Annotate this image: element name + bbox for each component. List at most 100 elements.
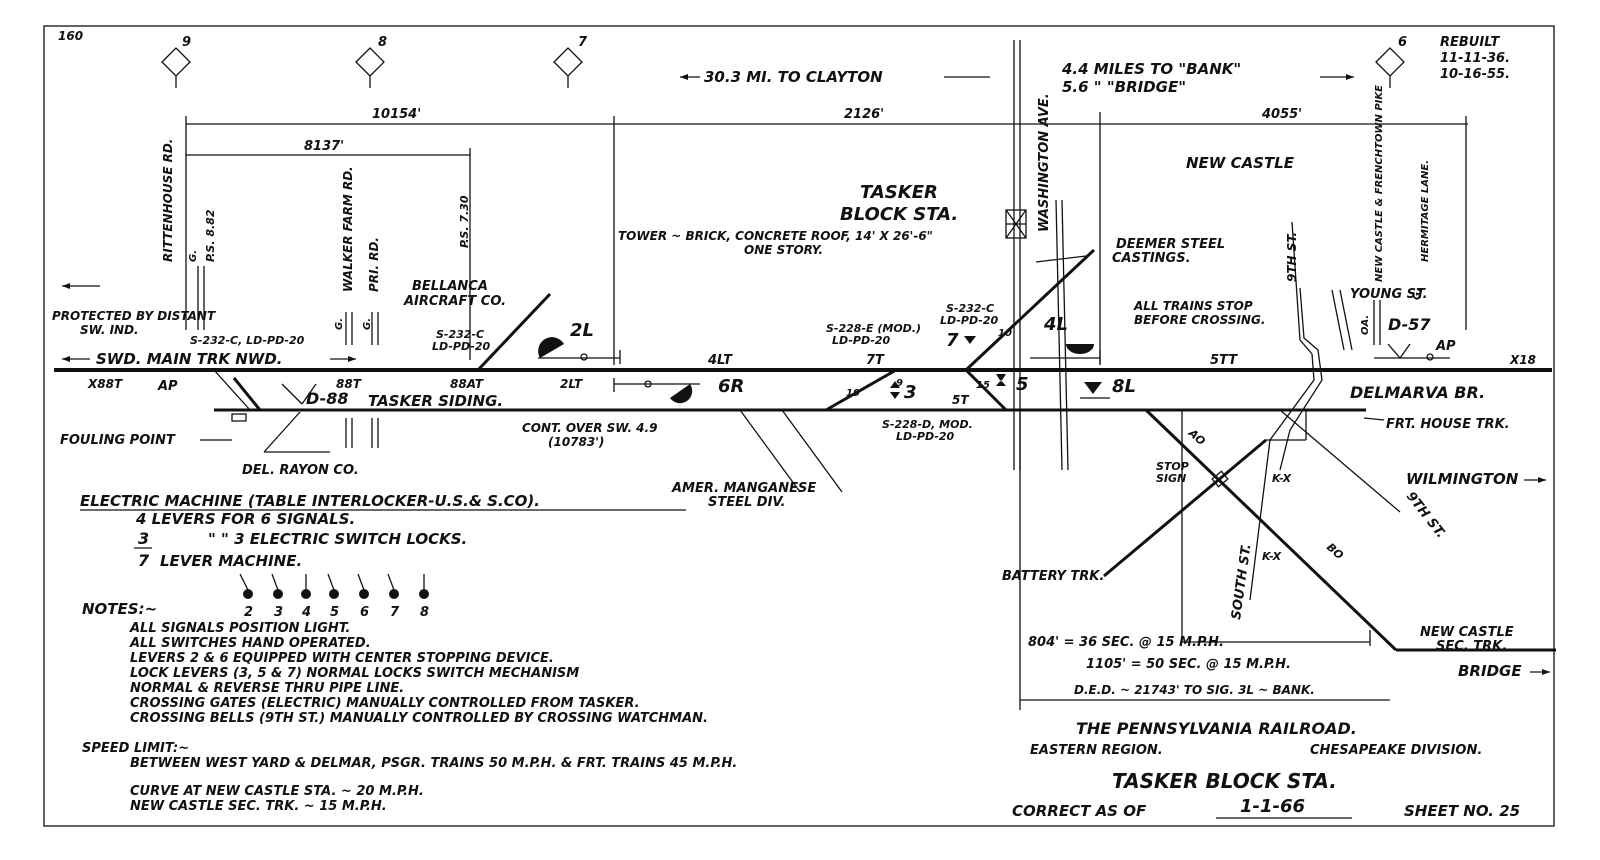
battery-track-label: BATTERY TRK. [1002, 569, 1104, 584]
stop-sign-label-2: SIGN [1156, 472, 1186, 485]
delmarva-label: DELMARVA BR. [1350, 383, 1485, 402]
machine-line-2: " " 3 ELECTRIC SWITCH LOCKS. [208, 530, 467, 548]
rebuilt-date-2: 10-16-55. [1440, 67, 1510, 82]
block-sta-title: BLOCK STA. [840, 204, 958, 225]
del-rayon-label: DEL. RAYON CO. [242, 463, 359, 478]
sw15-label: 15 [976, 380, 990, 391]
s232c-b2: LD-PD-20 [432, 340, 491, 353]
ap-label-1: AP [157, 379, 178, 394]
t5tt-label: 5TT [1210, 353, 1238, 368]
note-4: LOCK LEVERS (3, 5 & 7) NORMAL LOCKS SWIT… [130, 666, 579, 681]
deemer-label-2: CASTINGS. [1112, 251, 1191, 266]
signal-6r: 6R [613, 376, 744, 404]
svg-text:4: 4 [301, 605, 311, 620]
nc-sec-label-2: SEC. TRK. [1436, 639, 1507, 654]
g-label-1: G. [188, 250, 199, 262]
milepost-7: 7 [553, 35, 588, 88]
machine-line-3-num: 7 [138, 551, 150, 570]
road-ps-730: P.S. 7.30 [458, 195, 471, 248]
distance-to-bridge: 5.6 " "BRIDGE" [1062, 78, 1186, 96]
distance-10154: 10154' [372, 107, 421, 122]
tower-one-story: ONE STORY. [744, 243, 823, 257]
s228e-2: LD-PD-20 [832, 334, 891, 347]
note-6: CROSSING GATES (ELECTRIC) MANUALLY CONTR… [130, 696, 640, 711]
lock-7: 7 [946, 330, 976, 351]
svg-text:6: 6 [360, 605, 369, 620]
svg-text:K-X: K-X [1262, 550, 1282, 563]
amer-manganese-1: AMER. MANGANESE [671, 481, 816, 496]
x18-label: X18 [1509, 353, 1536, 367]
all-trains-stop-1: ALL TRAINS STOP [1133, 299, 1253, 313]
svg-text:2L: 2L [570, 320, 594, 341]
svg-text:K-X: K-X [1272, 472, 1292, 485]
road-newcastle-pike: NEW CASTLE & FRENCHTOWN PIKE [1374, 85, 1385, 282]
signal-4l: 4L [1030, 314, 1101, 364]
s232c-c1: S-232-C [946, 302, 994, 315]
bridge-label: BRIDGE [1458, 662, 1522, 680]
oa-label: OA. [1360, 315, 1371, 335]
svg-text:2: 2 [244, 605, 253, 620]
correct-as-of-label: CORRECT AS OF [1012, 802, 1147, 820]
distance-8137: 8137' [304, 139, 344, 154]
note-2: ALL SWITCHES HAND OPERATED. [129, 636, 371, 651]
young-st-label: YOUNG ST. [1350, 287, 1428, 302]
s228e-1: S-228-E (MOD.) [826, 322, 921, 335]
bellanca-label-1: BELLANCA [412, 279, 488, 294]
south-st-label: SOUTH ST. [1229, 543, 1254, 621]
sheet-number: SHEET NO. 25 [1404, 802, 1520, 820]
svg-text:8: 8 [420, 605, 429, 620]
distance-2126: 2126' [844, 107, 884, 122]
ao-label: AO [1185, 426, 1207, 448]
s228d-2: LD-PD-20 [896, 430, 955, 443]
road-hermitage: HERMITAGE LANE. [1420, 160, 1431, 262]
road-crossing-lines [197, 40, 1381, 601]
distance-to-clayton: 30.3 MI. TO CLAYTON [704, 68, 883, 86]
svg-text:7: 7 [946, 330, 959, 351]
bo-label: BO [1324, 541, 1346, 563]
drawing-border [43, 25, 1555, 827]
s232c-a: S-232-C, LD-PD-20 [190, 334, 305, 347]
bellanca-label-2: AIRCRAFT CO. [403, 294, 506, 309]
svg-text:6: 6 [1398, 35, 1407, 50]
speed-title: SPEED LIMIT:~ [82, 741, 189, 756]
ap-label-2: AP [1435, 339, 1456, 354]
deemer-label-1: DEEMER STEEL [1116, 237, 1225, 252]
tasker-title: TASKER [860, 182, 938, 203]
railroad-name: THE PENNSYLVANIA RAILROAD. [1076, 719, 1357, 738]
lock-5: 5 [996, 374, 1029, 395]
sw10-label: 10 [998, 328, 1012, 339]
svg-text:9: 9 [182, 35, 191, 50]
milepost-6: 6 [1375, 35, 1407, 88]
svg-text:5: 5 [330, 605, 339, 620]
distance-4055: 4055' [1261, 107, 1302, 122]
svg-text:8L: 8L [1112, 376, 1136, 397]
sw9-label: 9 [896, 378, 903, 389]
svg-text:8: 8 [378, 35, 387, 50]
tower-icon [1005, 209, 1027, 239]
timing-1105: 1105' = 50 SEC. @ 15 M.P.H. [1086, 657, 1291, 672]
speed-line-2: CURVE AT NEW CASTLE STA. ~ 20 M.P.H. [130, 784, 424, 799]
t7t-label: 7T [866, 353, 885, 368]
cont-over-label-1: CONT. OVER SW. 4.9 [522, 421, 657, 435]
machine-line-3: LEVER MACHINE. [160, 552, 302, 570]
t88-label: 88T [336, 377, 362, 391]
distance-to-bank: 4.4 MILES TO "BANK" [1061, 60, 1241, 78]
road-walker-farm: WALKER FARM RD. [341, 166, 355, 292]
g-label-2: G. [334, 318, 345, 330]
s232c-c2: LD-PD-20 [940, 314, 999, 327]
signal-8l: 8L [1080, 376, 1136, 399]
t4lt-label: 4LT [707, 353, 733, 368]
svg-text:4L: 4L [1043, 314, 1068, 335]
fouling-point-label: FOULING POINT [60, 433, 176, 448]
g-label-3: G. [362, 318, 373, 330]
s228d-1: S-228-D, MOD. [882, 418, 973, 431]
t88at-label: 88AT [450, 377, 484, 391]
sheet-corner-number: 160 [58, 29, 83, 43]
tasker-siding-label: TASKER SIDING. [368, 392, 503, 410]
rebuilt-label: REBUILT [1440, 35, 1500, 50]
road-9th-st: 9TH ST. [1285, 232, 1299, 282]
svg-text:3: 3 [904, 382, 917, 403]
note-7: CROSSING BELLS (9TH ST.) MANUALLY CONTRO… [130, 711, 708, 726]
region-label: EASTERN REGION. [1030, 743, 1163, 758]
speed-line-3: NEW CASTLE SEC. TRK. ~ 15 M.P.H. [130, 799, 387, 814]
